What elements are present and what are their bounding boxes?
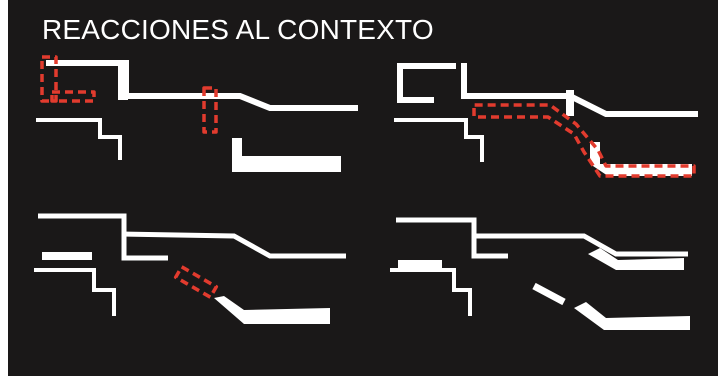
highlight-left-notch-base	[50, 90, 96, 103]
upper-slab	[588, 248, 684, 270]
wall-block	[118, 60, 128, 100]
highlight-stepped-path	[472, 103, 696, 178]
upper-line	[38, 213, 168, 261]
terrace-wall	[461, 63, 698, 117]
upper-line	[396, 217, 508, 259]
short-bar	[42, 252, 92, 260]
terrace-wall	[46, 60, 358, 111]
lower-step-line	[394, 118, 484, 162]
lower-step-line	[36, 118, 122, 160]
diagonal-strut	[532, 282, 566, 306]
page-title: REACCIONES AL CONTEXTO	[42, 14, 434, 45]
highlight-center-drop	[202, 86, 218, 134]
highlight-left-notch	[40, 55, 58, 103]
lower-slab	[214, 296, 330, 324]
panel-bottom-left	[34, 213, 346, 324]
lower-step-line	[390, 268, 472, 316]
panel-top-left	[36, 55, 358, 172]
upper-ledge	[397, 63, 456, 103]
highlight-diagonal-gap	[173, 265, 219, 299]
l-block	[590, 142, 692, 176]
wall-block	[566, 90, 574, 116]
l-block	[232, 138, 341, 172]
terrace-wall	[121, 231, 346, 259]
context-diagrams	[34, 55, 698, 330]
terrace-wall	[476, 233, 688, 257]
lower-step-line	[34, 268, 116, 316]
panel-top-right	[394, 63, 698, 178]
panel-bottom-right	[390, 217, 690, 330]
lower-slab	[574, 302, 690, 330]
short-bar	[398, 260, 442, 268]
drawing-board: REACCIONES AL CONTEXTO	[8, 0, 718, 376]
